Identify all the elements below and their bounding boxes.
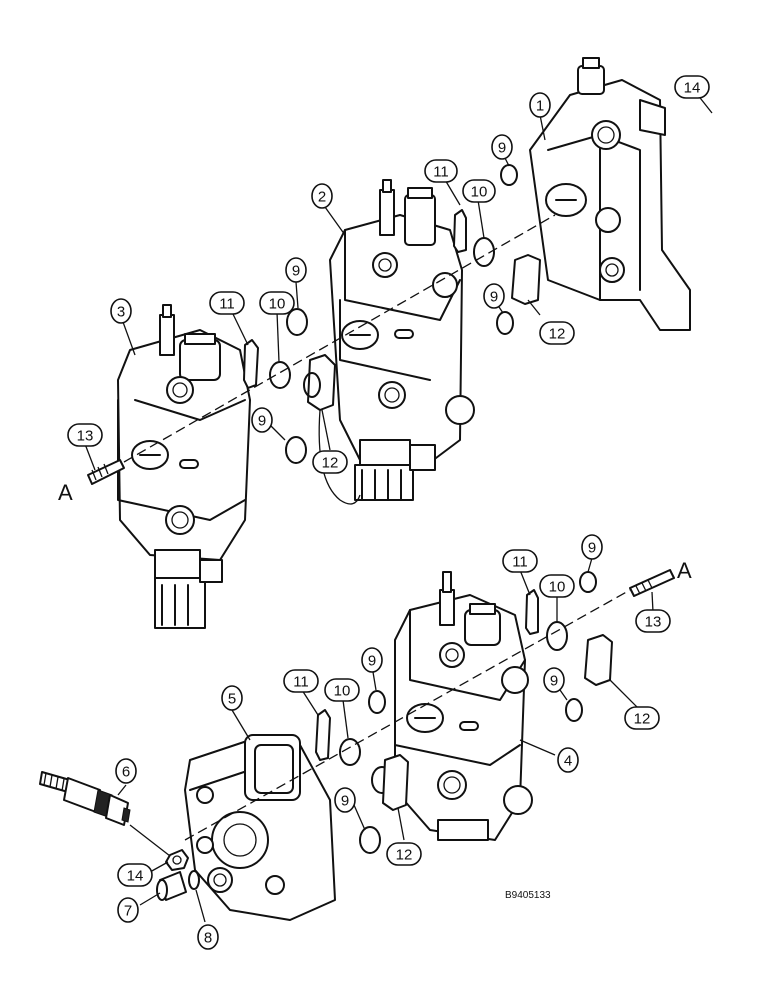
seals-lower (315, 571, 613, 854)
callout-9-lower-a: 9 (581, 534, 603, 560)
svg-text:12: 12 (549, 326, 566, 343)
valve-section-4 (394, 571, 533, 841)
callout-11-upper-b: 11 (209, 291, 245, 315)
valve-section-3 (117, 304, 251, 629)
svg-text:9: 9 (341, 793, 349, 810)
valve-section-inlet (529, 57, 691, 331)
callout-14-lower: 14 (117, 863, 153, 887)
svg-text:14: 14 (127, 868, 144, 885)
callout-11-upper-a: 11 (424, 159, 458, 183)
callout-1: 1 (529, 92, 551, 118)
callout-10-upper-a: 10 (462, 179, 496, 203)
svg-text:13: 13 (77, 428, 94, 445)
valve-end-cover (184, 734, 336, 921)
svg-text:5: 5 (228, 691, 236, 708)
svg-text:11: 11 (219, 296, 235, 313)
callout-9-upper-a: 9 (491, 134, 513, 160)
svg-text:1: 1 (536, 98, 544, 115)
tie-rod-upper (87, 459, 125, 485)
svg-text:12: 12 (396, 847, 413, 864)
callout-6: 6 (115, 758, 137, 784)
fittings-lower (129, 824, 200, 901)
callout-11-lower-a: 11 (502, 549, 538, 573)
svg-text:6: 6 (122, 764, 130, 781)
svg-text:10: 10 (549, 579, 566, 596)
callout-4: 4 (557, 747, 579, 773)
svg-text:12: 12 (322, 455, 339, 472)
svg-text:9: 9 (588, 540, 596, 557)
callout-9-upper-b: 9 (483, 283, 505, 309)
svg-text:12: 12 (634, 711, 651, 728)
callout-14-upper: 14 (674, 75, 710, 99)
svg-text:9: 9 (490, 289, 498, 306)
valve-section-2 (329, 179, 475, 501)
figure-id: B9405133 (505, 890, 551, 901)
centerline-upper (123, 214, 556, 463)
seals-upper (243, 164, 541, 505)
tie-rod-lower (629, 569, 675, 597)
callout-9-lower-d: 9 (334, 787, 356, 813)
svg-text:13: 13 (645, 614, 662, 631)
svg-text:9: 9 (368, 653, 376, 670)
svg-text:11: 11 (293, 674, 309, 691)
section-marker-a-right: A (677, 558, 692, 583)
callout-2: 2 (311, 183, 333, 209)
svg-text:14: 14 (684, 80, 701, 97)
callout-9-upper-d: 9 (251, 407, 273, 433)
callout-12-upper-a: 12 (539, 321, 575, 345)
callout-13-lower: 13 (635, 609, 671, 633)
callout-11-lower-b: 11 (283, 669, 319, 693)
svg-text:2: 2 (318, 189, 326, 206)
svg-text:9: 9 (498, 140, 506, 157)
svg-text:11: 11 (512, 554, 528, 571)
svg-text:9: 9 (292, 263, 300, 280)
section-marker-a-left: A (58, 480, 73, 505)
callout-9-lower-b: 9 (543, 667, 565, 693)
svg-text:3: 3 (117, 304, 125, 321)
relief-valve-cartridge (39, 771, 131, 826)
callout-13-upper: 13 (67, 423, 103, 447)
svg-text:4: 4 (564, 753, 572, 770)
callout-10-upper-b: 10 (259, 291, 295, 315)
svg-text:10: 10 (334, 683, 351, 700)
callout-12-lower-a: 12 (624, 706, 660, 730)
callout-7: 7 (117, 897, 139, 923)
svg-text:11: 11 (433, 164, 449, 181)
svg-text:7: 7 (124, 903, 132, 920)
callout-5: 5 (221, 685, 243, 711)
svg-text:9: 9 (550, 673, 558, 690)
callout-9-lower-c: 9 (361, 647, 383, 673)
callout-8: 8 (197, 924, 219, 950)
centerline-lower (184, 589, 631, 841)
svg-text:10: 10 (471, 184, 488, 201)
callout-12-upper-b: 12 (312, 450, 348, 474)
callout-10-lower-b: 10 (324, 678, 360, 702)
svg-text:9: 9 (258, 413, 266, 430)
svg-text:8: 8 (204, 930, 212, 947)
callout-3: 3 (110, 298, 132, 324)
callout-12-lower-b: 12 (386, 842, 422, 866)
callout-10-lower-a: 10 (539, 574, 575, 598)
svg-text:10: 10 (269, 296, 286, 313)
callout-9-upper-c: 9 (285, 257, 307, 283)
